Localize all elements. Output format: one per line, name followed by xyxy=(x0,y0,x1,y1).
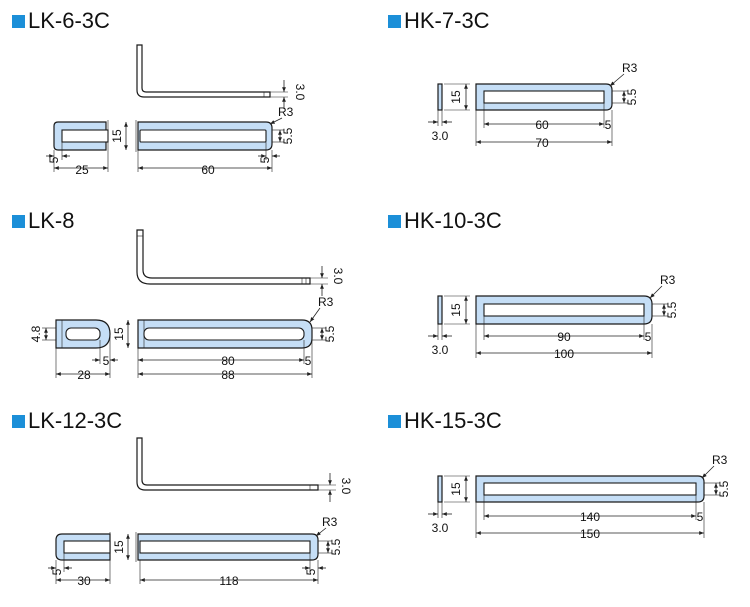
lk6-thickness-label: 3.0 xyxy=(293,84,307,101)
lk8-slot-length-label: 80 xyxy=(221,354,235,368)
hk15-radius-label: R3 xyxy=(712,453,728,467)
lk12-thickness-label: 3.0 xyxy=(339,478,353,495)
hk15-thickness-label: 3.0 xyxy=(432,521,449,535)
lk6-slot-right xyxy=(139,129,267,143)
lk8-radius-label: R3 xyxy=(318,295,334,309)
lk8-height-label: 15 xyxy=(112,327,126,341)
lk8-edge-left-label: 5 xyxy=(103,354,110,368)
lk8-side-view xyxy=(136,229,311,285)
lk6-slot-left xyxy=(61,129,109,143)
lk8-width-right-label: 88 xyxy=(221,368,235,382)
lk12-height-label: 15 xyxy=(112,540,126,554)
lk12-slot-right xyxy=(139,540,311,554)
lk8-thickness-label: 3.0 xyxy=(331,268,345,285)
lk6-width-right-label: 60 xyxy=(201,163,215,177)
lk6-side-view xyxy=(136,44,271,98)
hk7-slot-length-label: 60 xyxy=(535,118,549,132)
lk12-slot-left xyxy=(63,540,111,554)
lk-12-3c-drawing: 3.0 15 R3 5.5 5 30 5 xyxy=(48,437,353,588)
title-text: HK-10-3C xyxy=(404,208,502,233)
title-hk-7-3c: HK-7-3C xyxy=(388,8,490,34)
dim-arrow xyxy=(269,117,283,125)
lk6-height-label: 15 xyxy=(110,129,124,143)
title-text: HK-15-3C xyxy=(404,408,502,433)
dim-arrow xyxy=(309,307,321,323)
hk7-length-label: 70 xyxy=(535,136,549,150)
hk15-slot xyxy=(483,482,697,496)
lk6-edge-right-label: 5 xyxy=(258,156,272,163)
title-marker-icon xyxy=(388,14,401,28)
title-text: LK-8 xyxy=(28,208,75,233)
dim-arrow xyxy=(649,285,663,299)
hk7-edge-label: 5 xyxy=(605,118,612,132)
hk-7-3c-drawing: 15 3.0 R3 5.5 60 5 70 xyxy=(428,61,639,150)
lk12-side-view xyxy=(136,437,319,491)
title-marker-icon xyxy=(12,414,25,428)
title-marker-icon xyxy=(388,414,401,428)
lk12-edge-right-label: 5 xyxy=(304,568,318,575)
dim-arrow xyxy=(701,465,715,479)
lk8-slot-width-label: 5.5 xyxy=(323,325,337,342)
hk7-edge-view xyxy=(437,83,443,111)
lk12-radius-label: R3 xyxy=(322,515,338,529)
title-marker-icon xyxy=(388,214,401,228)
hk7-slot-width-label: 5.5 xyxy=(625,88,639,105)
lk-6-3c-drawing: 3.0 15 R3 5.5 5 25 5 xyxy=(46,44,307,177)
hk15-length-label: 150 xyxy=(580,527,600,541)
title-hk-10-3c: HK-10-3C xyxy=(388,208,502,234)
hk15-slot-length-label: 140 xyxy=(580,510,600,524)
hk7-radius-label: R3 xyxy=(622,61,638,75)
lk6-slot-width-label: 5.5 xyxy=(281,127,295,144)
lk8-inner-height-label: 4.8 xyxy=(29,325,43,342)
hk15-edge-view xyxy=(437,475,443,503)
hk10-edge-view xyxy=(437,295,443,325)
dim-arrow xyxy=(609,73,625,87)
hk15-height-label: 15 xyxy=(449,482,463,496)
title-text: HK-7-3C xyxy=(404,8,490,33)
title-marker-icon xyxy=(12,14,25,28)
lk6-width-left-label: 25 xyxy=(75,163,89,177)
lk8-edge-right-label: 5 xyxy=(305,354,312,368)
hk10-slot-length-label: 90 xyxy=(557,330,571,344)
hk7-slot xyxy=(483,90,605,104)
lk6-radius-label: R3 xyxy=(278,105,294,119)
hk15-slot-width-label: 5.5 xyxy=(717,480,731,497)
title-hk-15-3c: HK-15-3C xyxy=(388,408,502,434)
title-text: LK-12-3C xyxy=(28,408,123,433)
lk8-slot-right xyxy=(143,327,305,341)
lk-8-drawing: 3.0 15 4.8 R3 5.5 5 xyxy=(29,229,345,382)
lk12-slot-width-label: 5.5 xyxy=(329,538,343,555)
hk-10-3c-drawing: 15 3.0 R3 5.5 90 5 100 xyxy=(428,273,679,361)
title-text: LK-6-3C xyxy=(28,8,110,33)
hk7-thickness-label: 3.0 xyxy=(432,129,449,143)
dim-arrow xyxy=(315,527,327,537)
hk10-height-label: 15 xyxy=(449,303,463,317)
hk10-radius-label: R3 xyxy=(660,273,676,287)
title-lk-8: LK-8 xyxy=(12,208,74,234)
lk12-edge-left-label: 5 xyxy=(50,568,64,575)
hk-15-3c-drawing: 15 3.0 R3 5.5 140 5 150 xyxy=(428,453,731,541)
title-lk-12-3c: LK-12-3C xyxy=(12,408,122,434)
title-marker-icon xyxy=(12,214,25,228)
hk10-thickness-label: 3.0 xyxy=(432,343,449,357)
hk15-edge-label: 5 xyxy=(697,510,704,524)
hk10-slot-width-label: 5.5 xyxy=(665,301,679,318)
lk8-width-left-label: 28 xyxy=(77,368,91,382)
hk10-length-label: 100 xyxy=(554,347,574,361)
title-lk-6-3c: LK-6-3C xyxy=(12,8,110,34)
lk12-width-right-label: 118 xyxy=(219,574,238,588)
lk8-slot-left xyxy=(65,327,101,341)
hk10-slot xyxy=(483,303,645,317)
hk7-height-label: 15 xyxy=(449,90,463,104)
lk12-width-left-label: 30 xyxy=(77,574,91,588)
hk10-edge-label: 5 xyxy=(645,330,652,344)
lk6-edge-left-label: 5 xyxy=(47,156,61,163)
